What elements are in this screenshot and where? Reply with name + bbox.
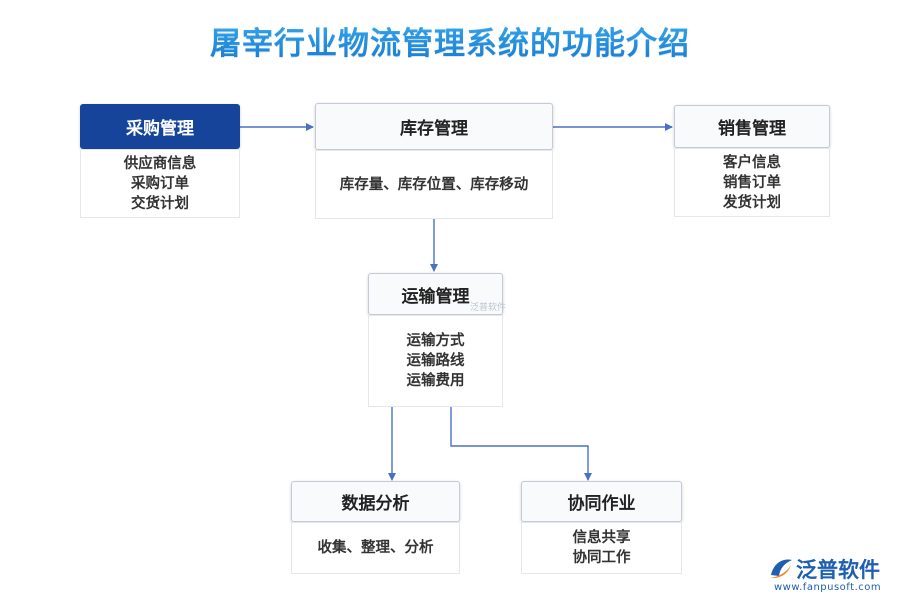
- node-analytics-body: 收集、整理、分析: [291, 522, 460, 574]
- inventory-item: 库存量、库存位置、库存移动: [339, 176, 529, 193]
- node-transport-body: 运输方式 运输路线 运输费用: [368, 315, 503, 407]
- procurement-item: 采购订单: [131, 175, 189, 192]
- node-procurement-body: 供应商信息 采购订单 交货计划: [80, 149, 240, 218]
- node-sales: 销售管理 客户信息 销售订单 发货计划: [674, 105, 830, 217]
- node-transport-header: 运输管理: [368, 273, 503, 315]
- transport-item: 运输路线: [406, 353, 465, 369]
- logo-name: 泛普软件: [796, 558, 880, 582]
- transport-item: 运输费用: [406, 373, 465, 389]
- collaboration-item: 协同工作: [572, 550, 631, 566]
- arrow-transport-to-collaboration: [450, 406, 592, 481]
- node-collaboration-body: 信息共享 协同工作: [521, 522, 682, 574]
- brand-logo: 泛普软件 www.fanpusoft.com: [768, 554, 892, 596]
- node-analytics-header: 数据分析: [291, 481, 460, 522]
- node-procurement: 采购管理 供应商信息 采购订单 交货计划: [80, 104, 240, 218]
- transport-item: 运输方式: [406, 333, 465, 349]
- diagram-title: 屠宰行业物流管理系统的功能介绍: [0, 18, 900, 63]
- sales-item: 发货计划: [723, 194, 781, 211]
- procurement-item: 交货计划: [131, 195, 189, 212]
- watermark: 泛普软件: [470, 303, 507, 313]
- analytics-item: 收集、整理、分析: [317, 540, 434, 556]
- sales-item: 销售订单: [723, 174, 781, 191]
- node-analytics: 数据分析 收集、整理、分析: [291, 481, 460, 574]
- node-inventory-body: 库存量、库存位置、库存移动: [315, 150, 553, 219]
- sales-item: 客户信息: [723, 154, 781, 171]
- logo-url: www.fanpusoft.com: [774, 582, 882, 593]
- node-collaboration-header: 协同作业: [521, 481, 682, 522]
- fanpu-logo-icon: [770, 559, 792, 579]
- procurement-item: 供应商信息: [123, 155, 197, 172]
- collaboration-item: 信息共享: [572, 530, 631, 546]
- node-inventory-header: 库存管理: [315, 103, 553, 150]
- node-sales-body: 客户信息 销售订单 发货计划: [674, 148, 830, 217]
- node-procurement-header: 采购管理: [80, 104, 240, 149]
- node-inventory: 库存管理 库存量、库存位置、库存移动: [315, 103, 553, 219]
- node-collaboration: 协同作业 信息共享 协同工作: [521, 481, 682, 574]
- node-transport: 运输管理 运输方式 运输路线 运输费用: [368, 273, 503, 407]
- node-sales-header: 销售管理: [674, 105, 830, 148]
